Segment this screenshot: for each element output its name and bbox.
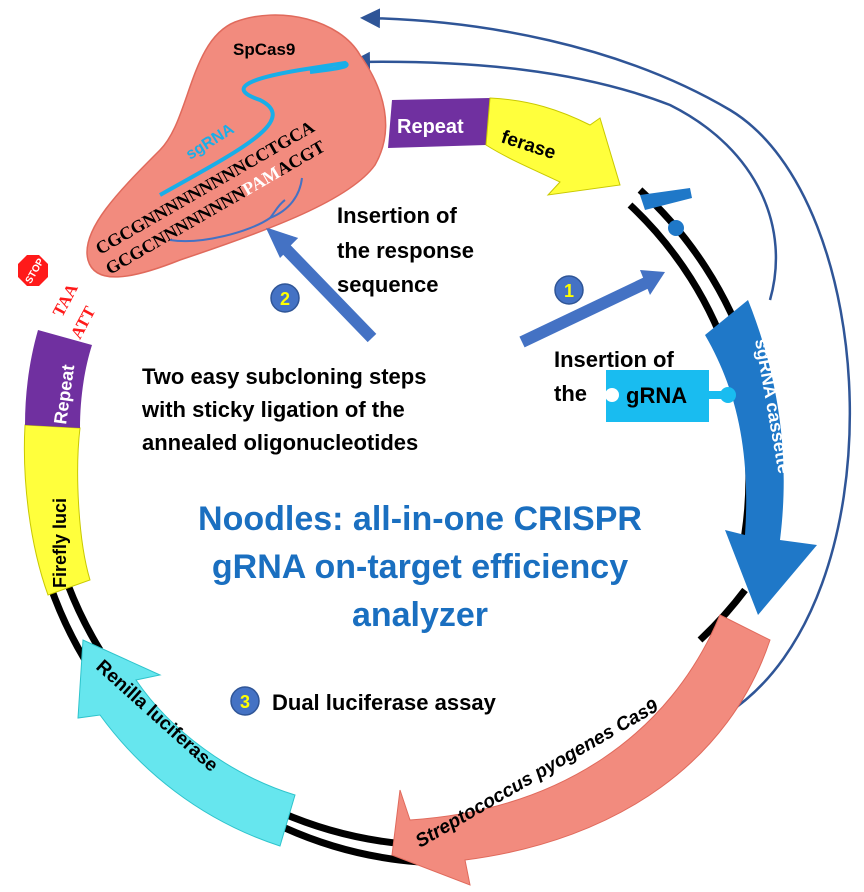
connector-arc-outer bbox=[360, 8, 851, 715]
spcas9-label: SpCas9 bbox=[233, 40, 295, 59]
renilla-luciferase-arrow bbox=[77, 639, 296, 847]
step2-text-line3: sequence bbox=[337, 272, 439, 297]
step2-text-line2: the response bbox=[337, 238, 474, 263]
step1-arrow-shaft bbox=[519, 276, 651, 348]
description-line3: annealed oligonucleotides bbox=[142, 430, 418, 455]
svg-text:2: 2 bbox=[280, 289, 290, 309]
step2-arrow-shaft bbox=[280, 243, 377, 343]
grna-puzzle-piece: gRNA bbox=[605, 370, 736, 422]
sgrna-strand bbox=[159, 60, 349, 197]
description-line1: Two easy subcloning steps bbox=[142, 364, 426, 389]
step1-arrow-head bbox=[640, 270, 665, 295]
firefly-luciferase-segment bbox=[23, 424, 91, 596]
step1-text-line2: the bbox=[554, 381, 587, 406]
description-line2: with sticky ligation of the bbox=[141, 397, 405, 422]
svg-text:3: 3 bbox=[240, 692, 250, 712]
connector-arc-inner bbox=[350, 51, 778, 301]
title-line2: gRNA on-target efficiency bbox=[212, 548, 628, 586]
repeat-top-label: Repeat bbox=[397, 116, 464, 138]
firefly-label: Firefly luci bbox=[50, 498, 70, 588]
title-line1: Noodles: all-in-one CRISPR bbox=[198, 500, 642, 538]
title-line3: analyzer bbox=[352, 596, 488, 634]
stop-codon-bottom: ATT bbox=[67, 303, 100, 342]
response-bracket bbox=[169, 177, 303, 243]
repeat-segment-left bbox=[25, 330, 92, 428]
sgrna-cassette-arrow bbox=[705, 300, 817, 615]
step3-text: Dual luciferase assay bbox=[272, 690, 497, 715]
step2-text-line1: Insertion of bbox=[337, 203, 457, 228]
spcas9-gene-arrow bbox=[391, 614, 771, 886]
step2-arrow-head bbox=[268, 228, 298, 256]
spcas9-protein-shape bbox=[86, 14, 387, 278]
step1-text-line1: Insertion of bbox=[554, 347, 674, 372]
puzzle-piece-icon bbox=[640, 188, 692, 236]
svg-text:gRNA: gRNA bbox=[626, 383, 687, 408]
step3-badge: 3 bbox=[230, 686, 260, 716]
step2-badge: 2 bbox=[270, 283, 300, 313]
repeat-segment-top bbox=[388, 98, 490, 148]
stop-sign-icon: STOP bbox=[18, 255, 48, 286]
svg-text:1: 1 bbox=[564, 281, 574, 301]
ferase-arrow bbox=[485, 97, 621, 196]
step1-badge: 1 bbox=[554, 275, 584, 305]
